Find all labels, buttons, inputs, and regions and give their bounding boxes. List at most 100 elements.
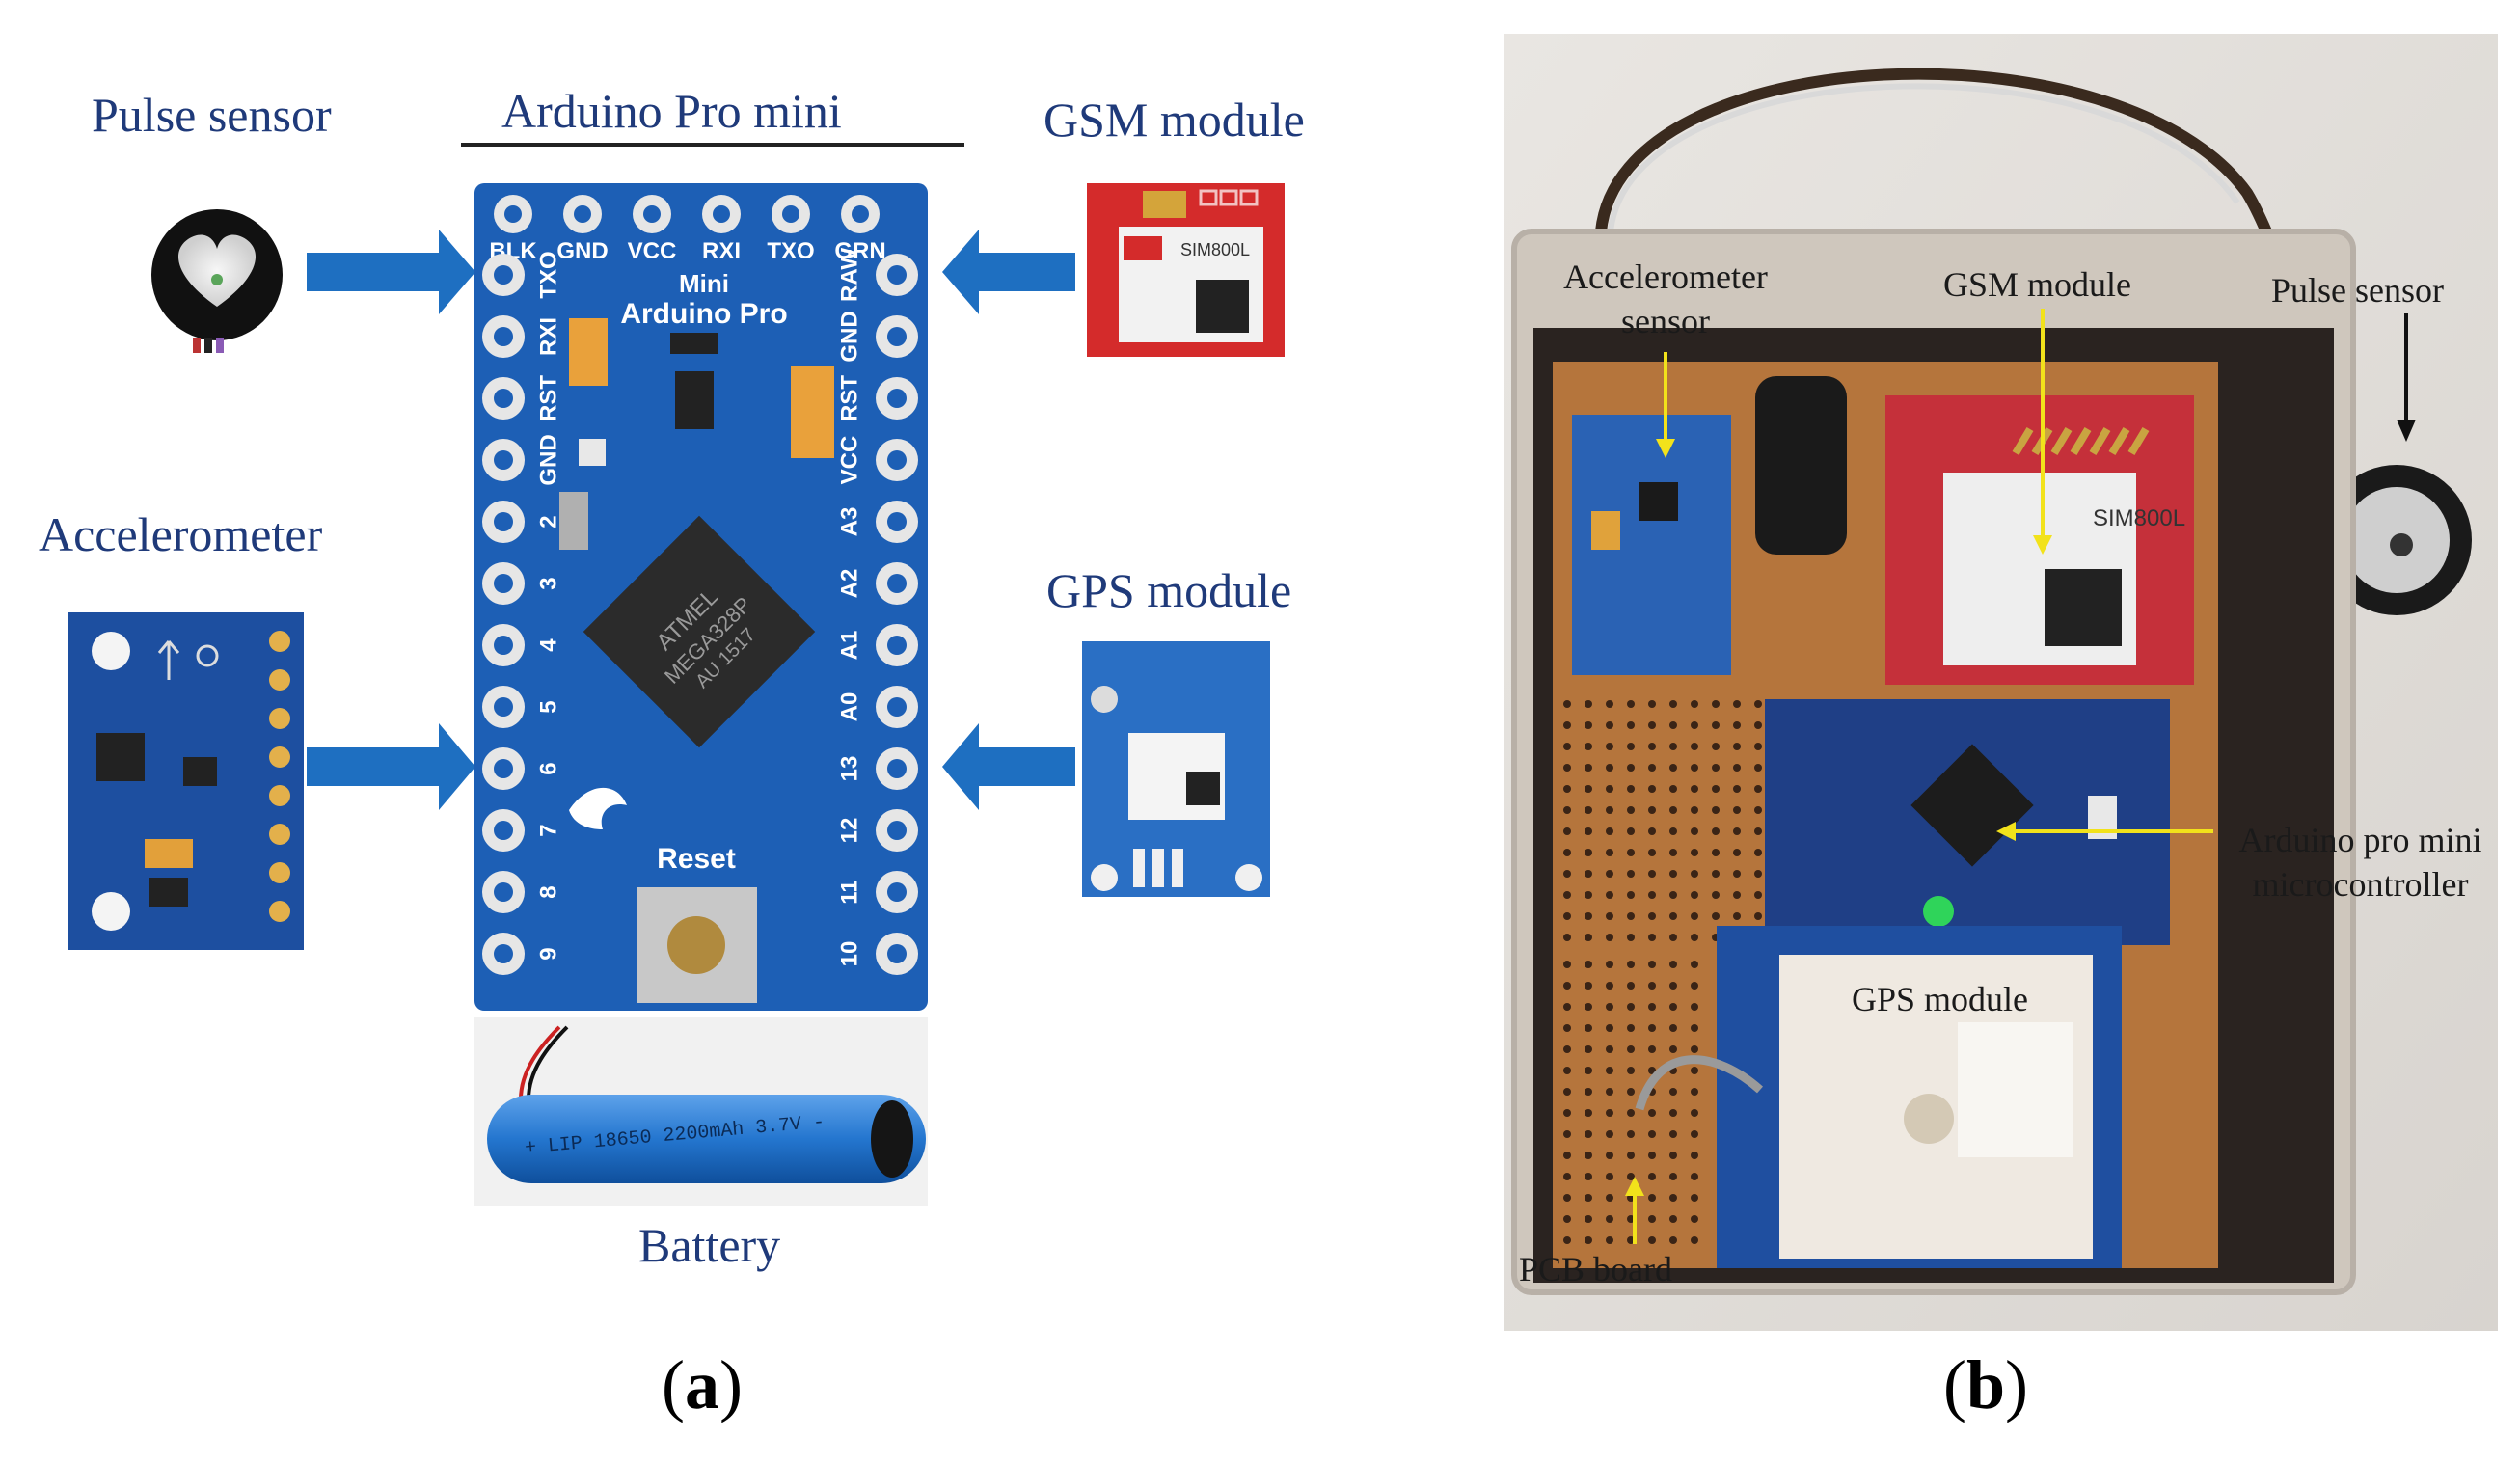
pb-gsm-chip-label: SIM800L	[2093, 505, 2185, 531]
label-pulse-sensor: Pulse sensor	[92, 88, 332, 142]
arrow-pulse-to-arduino	[307, 230, 475, 314]
pcb-hole	[1691, 934, 1698, 941]
pcb-hole	[1606, 806, 1613, 814]
pcb-hole	[1627, 1045, 1635, 1053]
pcb-hole	[1754, 785, 1762, 793]
pcb-hole	[1563, 1109, 1571, 1117]
pcb-hole	[1691, 1088, 1698, 1096]
pcb-hole	[1585, 743, 1592, 750]
arduino-right-pin-label: A1	[836, 631, 862, 661]
pcb-hole	[1691, 700, 1698, 708]
pcb-hole	[1712, 912, 1720, 920]
pcb-hole	[1669, 934, 1677, 941]
pcb-hole	[1733, 912, 1741, 920]
pcb-hole	[1606, 912, 1613, 920]
pcb-hole	[1606, 1024, 1613, 1032]
pcb-hole	[1585, 1130, 1592, 1138]
pcb-hole	[1669, 806, 1677, 814]
pcb-hole	[1606, 870, 1613, 878]
pcb-hole	[1691, 1215, 1698, 1223]
pcb-hole	[1563, 982, 1571, 990]
pcb-hole	[1648, 891, 1656, 899]
pcb-hole	[1585, 934, 1592, 941]
pcb-holes	[1563, 700, 1762, 1244]
arduino-left-pin-label: 3	[535, 577, 561, 589]
pcb-hole	[1627, 827, 1635, 835]
pcb-hole	[1585, 1173, 1592, 1180]
label-battery: Battery	[638, 1218, 781, 1272]
pcb-hole	[1669, 1130, 1677, 1138]
pcb-hole	[1691, 1067, 1698, 1074]
pcb-hole	[1648, 1194, 1656, 1202]
pcb-hole	[1754, 827, 1762, 835]
pcb-hole	[1691, 1194, 1698, 1202]
pcb-hole	[1627, 700, 1635, 708]
gps-module-image	[1082, 641, 1270, 897]
pcb-hole	[1585, 1236, 1592, 1244]
pcb-hole	[1691, 743, 1698, 750]
pcb-hole	[1691, 721, 1698, 729]
pcb-hole	[1648, 849, 1656, 856]
pcb-hole	[1585, 1152, 1592, 1159]
pcb-hole	[1669, 764, 1677, 772]
pcb-hole	[1606, 934, 1613, 941]
pcb-hole	[1648, 870, 1656, 878]
reset-label: Reset	[657, 843, 736, 875]
pcb-hole	[1585, 1024, 1592, 1032]
pcb-hole	[1627, 1003, 1635, 1011]
pcb-hole	[1669, 1045, 1677, 1053]
arrow-gps-to-arduino	[942, 723, 1075, 810]
pcb-hole	[1563, 1003, 1571, 1011]
pcb-hole	[1648, 785, 1656, 793]
pcb-hole	[1712, 849, 1720, 856]
pcb-hole	[1669, 891, 1677, 899]
pcb-hole	[1648, 1152, 1656, 1159]
pcb-hole	[1606, 891, 1613, 899]
pcb-hole	[1754, 700, 1762, 708]
pcb-hole	[1563, 806, 1571, 814]
pcb-hole	[1733, 743, 1741, 750]
arduino-left-pin-label: 7	[535, 824, 561, 836]
arduino-left-pin-label: RXI	[535, 317, 561, 356]
pcb-hole	[1606, 1045, 1613, 1053]
pcb-hole	[1754, 849, 1762, 856]
panel-a-label: (a)	[662, 1346, 743, 1423]
pcb-hole	[1691, 1236, 1698, 1244]
pcb-hole	[1585, 870, 1592, 878]
pcb-hole	[1691, 1130, 1698, 1138]
pcb-hole	[1627, 1024, 1635, 1032]
pcb-hole	[1606, 982, 1613, 990]
pb-label-gps-module: GPS module	[1852, 980, 2029, 1018]
pcb-hole	[1691, 870, 1698, 878]
pcb-hole	[1606, 1173, 1613, 1180]
pcb-hole	[1648, 1045, 1656, 1053]
arrow-accelerometer-to-arduino	[307, 723, 475, 810]
arduino-left-pin-label: 8	[535, 885, 561, 898]
arduino-right-pin-label: 10	[836, 941, 862, 967]
pcb-hole	[1754, 870, 1762, 878]
pcb-hole	[1606, 1236, 1613, 1244]
pcb-hole	[1585, 1088, 1592, 1096]
pb-label-pulse-sensor: Pulse sensor	[2271, 271, 2444, 310]
pcb-hole	[1627, 870, 1635, 878]
arduino-left-pin-label: TXO	[535, 251, 561, 298]
pcb-hole	[1585, 1045, 1592, 1053]
pcb-hole	[1585, 764, 1592, 772]
pcb-hole	[1669, 1003, 1677, 1011]
pcb-hole	[1585, 1003, 1592, 1011]
pcb-hole	[1669, 961, 1677, 968]
pcb-hole	[1563, 785, 1571, 793]
arduino-top-pin-label: VCC	[628, 238, 677, 264]
pcb-hole	[1627, 1173, 1635, 1180]
pcb-hole	[1691, 1109, 1698, 1117]
pcb-hole	[1712, 721, 1720, 729]
pcb-hole	[1691, 982, 1698, 990]
pcb-hole	[1606, 827, 1613, 835]
pcb-hole	[1585, 1194, 1592, 1202]
pcb-hole	[1627, 961, 1635, 968]
pcb-hole	[1627, 891, 1635, 899]
pcb-hole	[1712, 870, 1720, 878]
pcb-hole	[1648, 1215, 1656, 1223]
pcb-hole	[1669, 785, 1677, 793]
